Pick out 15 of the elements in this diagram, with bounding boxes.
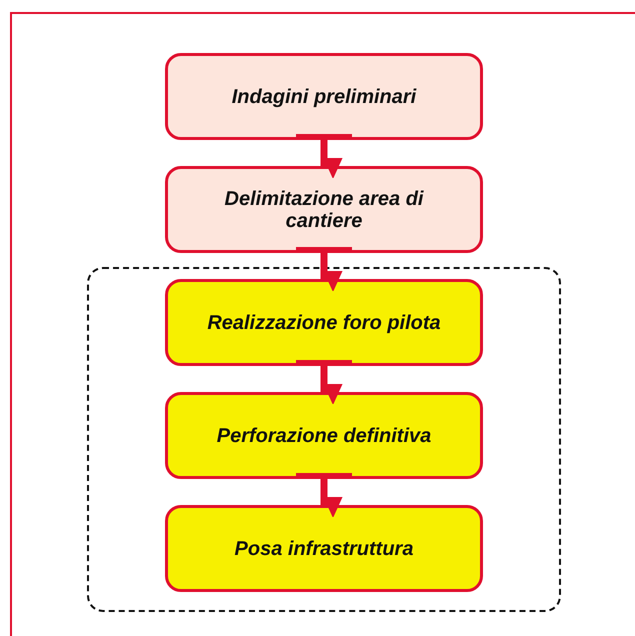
step-label: Realizzazione foro pilota xyxy=(207,312,441,334)
step-label: Indagini preliminari xyxy=(232,86,416,108)
step-label: Delimitazione area di cantiere xyxy=(224,188,425,232)
arrow xyxy=(296,134,352,179)
process-box xyxy=(165,166,483,253)
dashed-group-frame xyxy=(87,267,561,612)
process-box xyxy=(165,505,483,592)
arrow xyxy=(296,247,352,292)
process-box xyxy=(165,53,483,140)
step-label: Posa infrastruttura xyxy=(234,538,414,560)
arrow xyxy=(296,473,352,518)
arrow xyxy=(296,360,352,405)
process-box xyxy=(165,279,483,366)
process-box xyxy=(165,392,483,479)
step-label: Perforazione definitiva xyxy=(216,424,432,446)
